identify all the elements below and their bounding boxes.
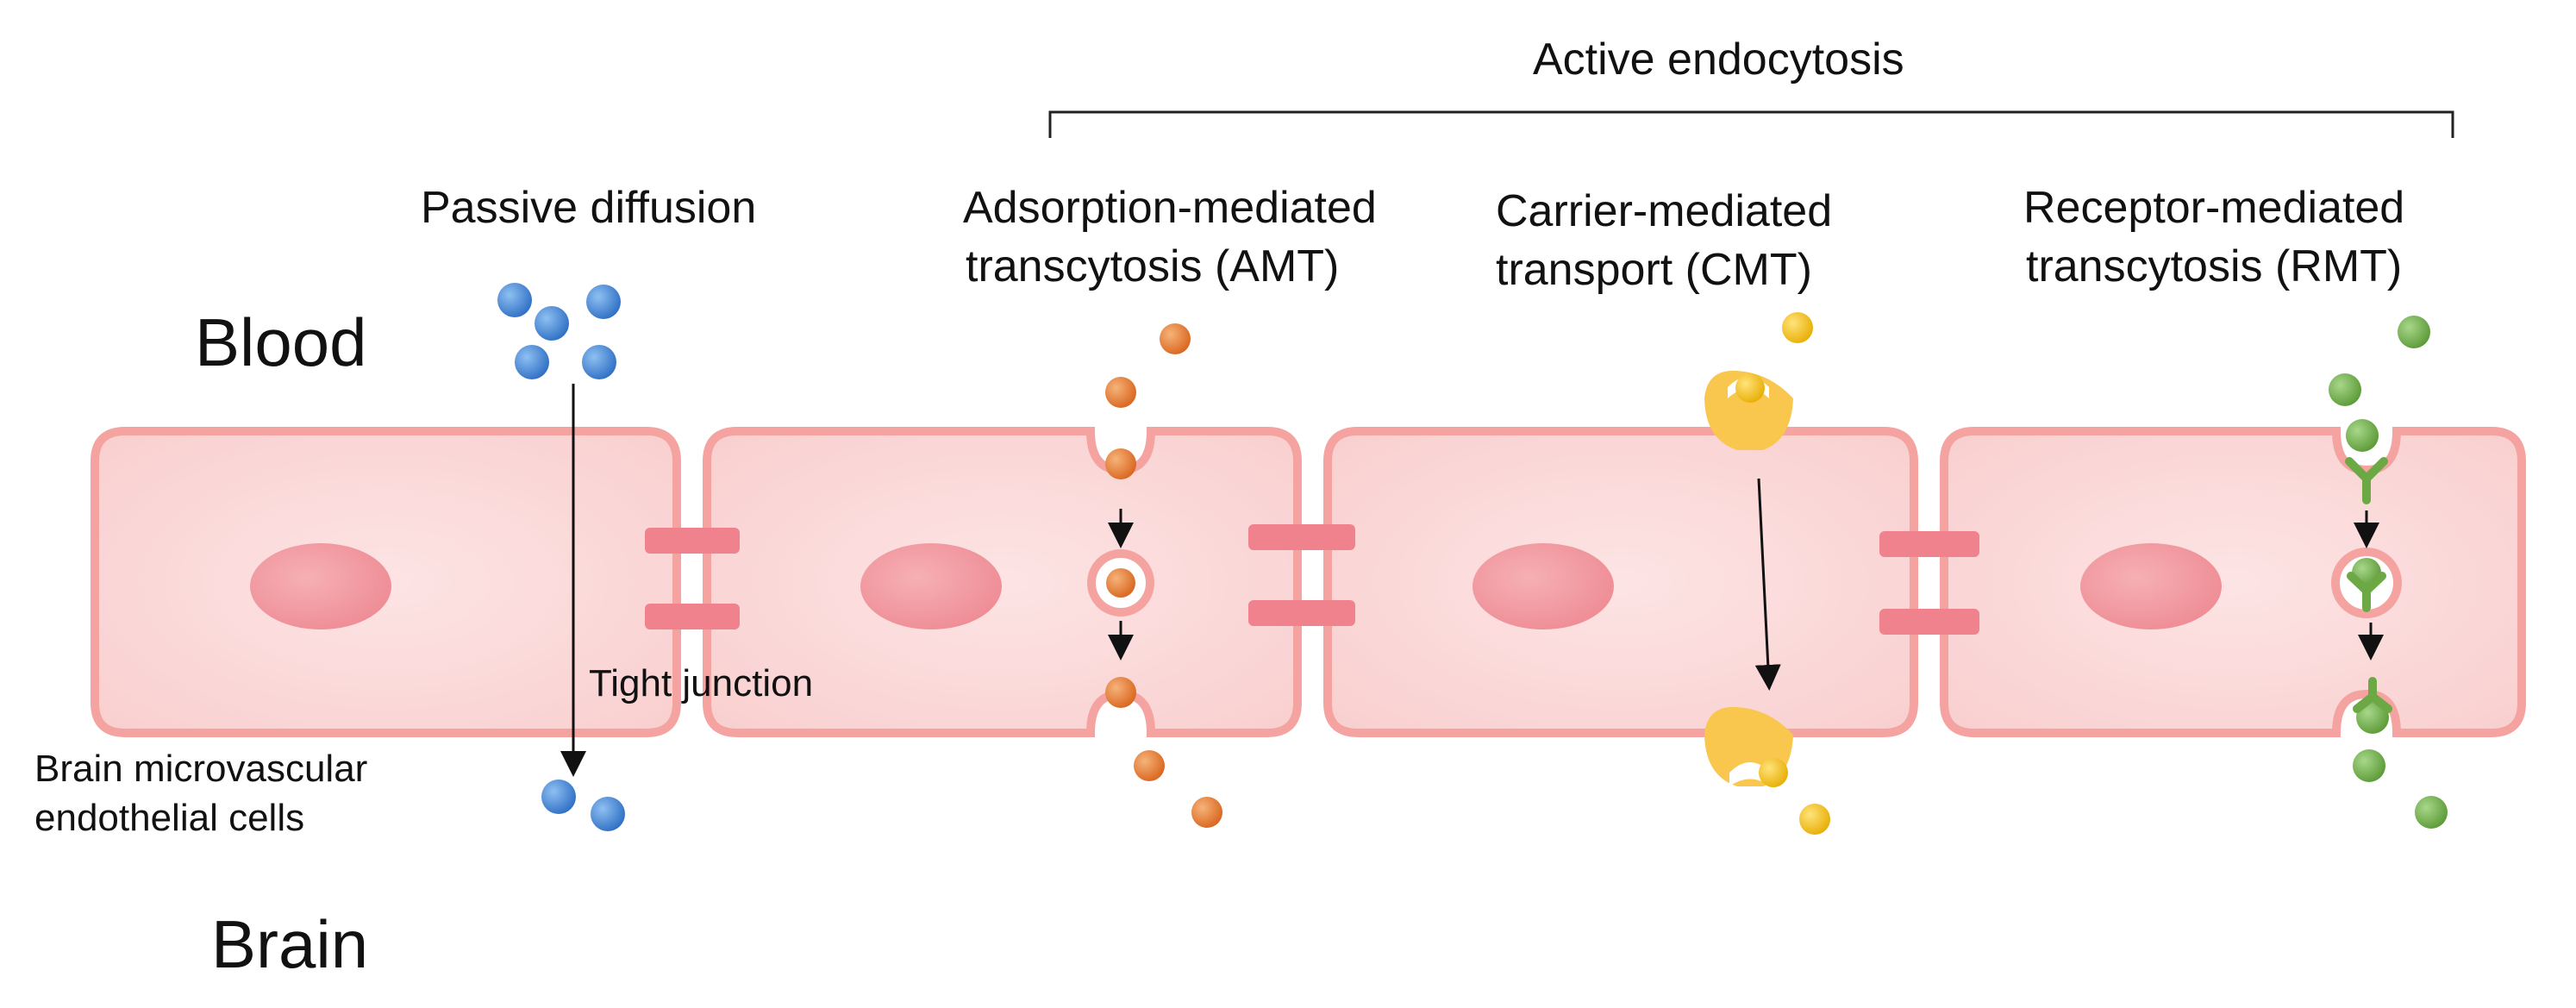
amt-molecules: [1105, 323, 1222, 828]
receptor-y-shape: [2353, 677, 2392, 713]
molecule-dot: [1782, 312, 1813, 343]
tight-junction-bar: [1879, 531, 1979, 557]
molecule-dot: [515, 345, 549, 379]
nucleus: [2080, 543, 2222, 629]
molecule-dot: [541, 779, 576, 814]
molecule-dot: [2346, 419, 2379, 452]
molecule-dot: [1105, 677, 1136, 708]
amt-label-line2: transcytosis (AMT): [966, 241, 1340, 291]
molecule-dot: [1191, 797, 1222, 828]
receptor-y-shape: [2347, 572, 2386, 612]
tight-junction-bar: [645, 604, 740, 629]
endothelial-cell-3: [1323, 427, 1918, 737]
molecule-dot: [1105, 377, 1136, 408]
tight-junction-bar: [645, 528, 740, 554]
molecule-dot: [497, 283, 532, 317]
passive-diffusion-label: Passive diffusion: [421, 183, 757, 233]
molecule-dot: [2329, 373, 2361, 406]
molecule-dot: [2356, 701, 2389, 734]
endothelial-cells-label-line2: endothelial cells: [34, 797, 305, 839]
active-endocytosis-label: Active endocytosis: [1533, 34, 1904, 85]
tight-junctions: [645, 524, 1979, 635]
cmt-label-line2: transport (CMT): [1496, 245, 1812, 295]
tight-junction-bar: [1248, 524, 1355, 550]
endothelial-cell-4: [1940, 427, 2526, 737]
molecule-dot: [1105, 448, 1136, 479]
molecule-dot: [2353, 749, 2385, 782]
molecule-dot: [591, 797, 625, 831]
molecule-dot: [582, 345, 616, 379]
rmt-receptors: [2345, 457, 2392, 713]
cmt-arrow: [1754, 478, 1781, 691]
nucleus: [1472, 543, 1614, 629]
endothelial-cells-label-line1: Brain microvascular: [34, 748, 368, 790]
blood-label: Blood: [195, 304, 367, 380]
molecule-dot: [535, 306, 569, 341]
amt-label-line1: Adsorption-mediated: [963, 183, 1377, 233]
endothelial-cell-1: [91, 427, 681, 737]
molecule-dot: [1160, 323, 1191, 354]
rmt-label-line2: transcytosis (RMT): [2026, 241, 2403, 291]
tight-junction-bar: [1248, 600, 1355, 626]
molecule-dot: [1134, 750, 1165, 781]
molecule-dot: [1106, 568, 1135, 598]
cmt-molecules: [1735, 312, 1830, 835]
cmt-label-line1: Carrier-mediated: [1496, 186, 1833, 236]
tight-junction-label: Tight junction: [589, 662, 814, 704]
rmt-label-line1: Receptor-mediated: [2023, 183, 2405, 233]
receptor-y-shape: [2345, 457, 2388, 504]
nucleus: [250, 543, 391, 629]
molecule-dot: [2415, 796, 2448, 829]
brain-label: Brain: [211, 906, 369, 982]
molecule-dot: [1799, 804, 1830, 835]
nucleus: [860, 543, 1002, 629]
molecule-dot: [1759, 758, 1788, 787]
passive-molecules: [497, 283, 625, 831]
molecule-dot: [1735, 373, 1765, 403]
molecule-dot: [586, 285, 621, 319]
molecule-dot: [2398, 316, 2430, 348]
tight-junction-bar: [1879, 609, 1979, 635]
active-endocytosis-bracket: [1048, 110, 2454, 138]
